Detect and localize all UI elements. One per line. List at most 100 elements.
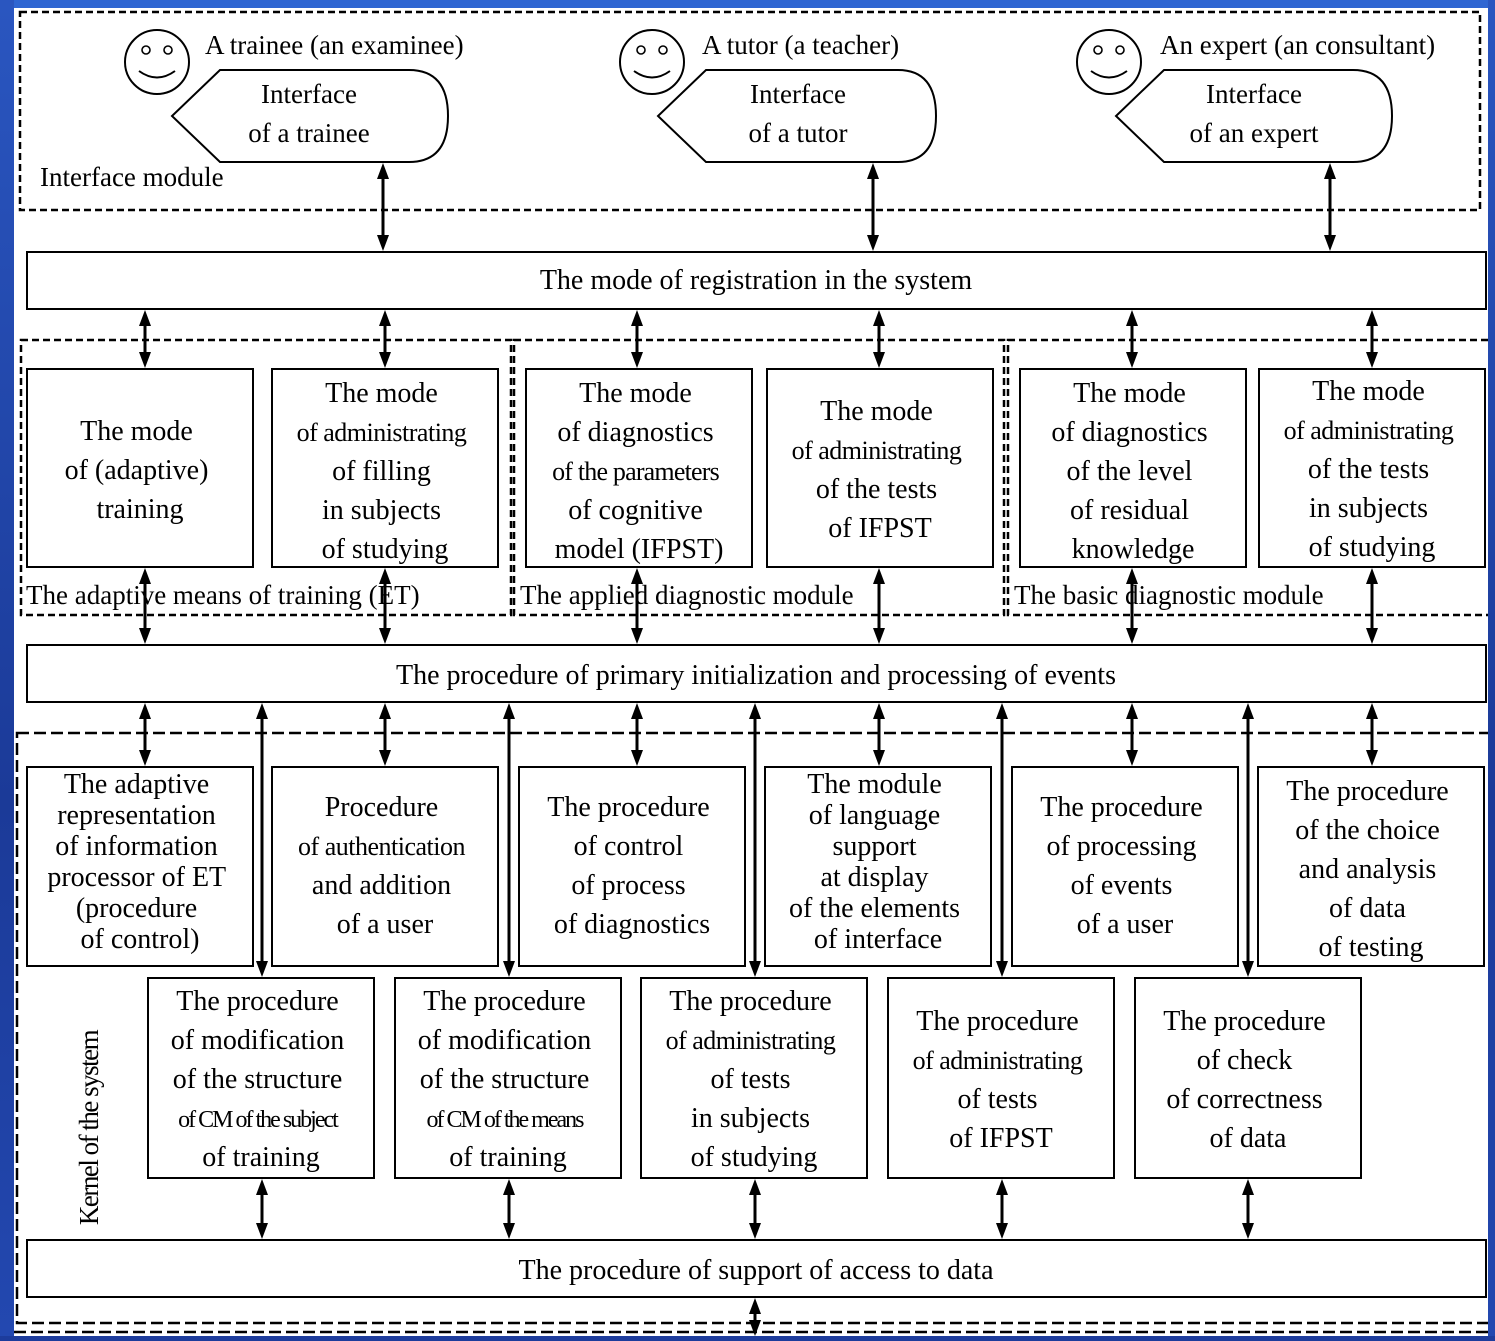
architecture-diagram: A trainee (an examinee) A tutor (a teach… [14, 10, 1495, 1336]
connector-arrow [631, 703, 643, 766]
interface-trainee-shape: Interface of a trainee [170, 69, 450, 163]
kernel-box-text: The procedure of processing of events of… [1040, 792, 1209, 940]
kernel-box-text: The procedure of administrating of tests… [913, 1006, 1090, 1154]
kernel-adaptive-representation-box [26, 766, 254, 967]
mode-admin-tests-ifpst-box [766, 368, 994, 568]
connector-arrow [1242, 1179, 1254, 1239]
registration-mode-label: The mode of registration in the system [540, 265, 973, 296]
basic-diagnostic-module-label: The basic diagnostic module [1014, 580, 1324, 610]
mode-box-text: The mode of diagnostics of the parameter… [552, 378, 726, 565]
interface-tutor-line1: Interface [750, 79, 846, 109]
actor-trainee: A trainee (an examinee) [124, 29, 464, 95]
diagram-canvas: A trainee (an examinee) A tutor (a teach… [14, 8, 1495, 1336]
kernel-choice-analysis-box [1257, 766, 1485, 967]
mode-box-text: The mode of administrating of the tests … [1284, 376, 1461, 563]
slide-top-band [0, 0, 1495, 8]
kernel-label: Kernel of the system [74, 1029, 104, 1225]
connector-arrow [1324, 163, 1336, 251]
kernel-box-text: The procedure of modification of the str… [418, 986, 598, 1173]
data-storage-arrow [749, 1298, 761, 1336]
connector-arrow [996, 703, 1008, 977]
mode-adaptive-training-box [26, 368, 254, 568]
connector-arrow [631, 568, 643, 644]
mode-admin-filling-subjects-box [271, 368, 499, 568]
kernel-box-text: Procedure of authentication and addition… [298, 792, 472, 940]
mode-box-text: The mode of administrating of the tests … [792, 396, 969, 544]
interface-trainee-line2: of a trainee [248, 118, 369, 148]
mode-admin-tests-subjects-box [1258, 368, 1486, 568]
kernel-control-diagnostics-box [518, 766, 746, 967]
connector-arrow [503, 703, 515, 977]
connector-arrow [139, 703, 151, 766]
interface-module-frame [18, 10, 1482, 212]
connector-arrow [1242, 703, 1254, 977]
connector-arrow [379, 310, 391, 368]
kernel-top-texts: The adaptive representation of informati… [47, 769, 1455, 963]
kernel-box-text: The procedure of administrating of tests… [666, 986, 843, 1173]
data-access-procedure-label: The procedure of support of access to da… [518, 1255, 994, 1286]
connector-arrow [749, 1179, 761, 1239]
mode-box-text: The mode of (adaptive) training [65, 416, 216, 525]
connector-arrow [873, 703, 885, 766]
interface-module-label: Interface module [40, 162, 224, 192]
connector-arrow [377, 163, 389, 251]
kernel-box-text: The procedure of the choice and analysis… [1286, 776, 1455, 963]
mode-box-text: The mode of administrating of filling in… [297, 378, 474, 565]
connector-arrow [996, 1179, 1008, 1239]
kernel-modification-cm-means-box [394, 977, 622, 1179]
adaptive-et-module-label: The adaptive means of training (ET) [26, 580, 420, 610]
kernel-admin-tests-ifpst-box [887, 977, 1115, 1179]
applied-diagnostic-module-frame [512, 338, 1006, 617]
registration-mode-box [26, 251, 1487, 310]
connector-arrow [631, 310, 643, 368]
kernel-box-text: The procedure of control of process of d… [547, 792, 716, 940]
module-box-texts: The mode of (adaptive) training The mode… [65, 376, 1461, 565]
kernel-box-text: The procedure of modification of the str… [171, 986, 351, 1173]
mode-diagnostics-cognitive-model-box [525, 368, 753, 568]
mode-box-text: The mode of diagnostics of the level of … [1051, 378, 1214, 565]
smiley-icon [619, 29, 685, 95]
kernel-admin-tests-subjects-box [640, 977, 868, 1179]
interface-tutor-line2: of a tutor [749, 118, 848, 148]
kernel-authentication-box [271, 766, 499, 967]
kernel-modification-cm-subject-box [147, 977, 375, 1179]
actor-expert: An expert (an consultant) [1076, 29, 1435, 95]
data-access-procedure-box [26, 1239, 1487, 1298]
smiley-icon [124, 29, 190, 95]
connector-arrow [1126, 310, 1138, 368]
connector-arrow [139, 310, 151, 368]
connector-arrow [1366, 310, 1378, 368]
kernel-box-text: The module of language support at displa… [789, 769, 967, 955]
connector-arrow [1126, 703, 1138, 766]
interface-expert-line2: of an expert [1190, 118, 1319, 148]
connector-arrow [1366, 703, 1378, 766]
connector-arrow [873, 310, 885, 368]
actor-tutor: A tutor (a teacher) [619, 29, 899, 95]
events-procedure-label: The procedure of primary initialization … [396, 660, 1116, 691]
applied-diagnostic-module-label: The applied diagnostic module [520, 580, 854, 610]
connector-arrows [139, 163, 1378, 1336]
adaptive-et-module-frame [19, 338, 513, 617]
connector-arrow [139, 568, 151, 644]
connector-arrow [256, 703, 268, 977]
connector-arrow [379, 703, 391, 766]
connector-arrow [503, 1179, 515, 1239]
connector-arrow [873, 568, 885, 644]
kernel-box-text: The procedure of check of correctness of… [1163, 1006, 1332, 1154]
interface-tutor-shape: Interface of a tutor [656, 69, 938, 163]
connector-arrow [867, 163, 879, 251]
smiley-icon [1076, 29, 1142, 95]
kernel-check-correctness-box [1134, 977, 1362, 1179]
slide-left-band [0, 0, 14, 1336]
interface-expert-line1: Interface [1206, 79, 1302, 109]
connector-arrow [379, 568, 391, 644]
kernel-box-text: The adaptive representation of informati… [47, 769, 232, 955]
slide-right-band [1488, 0, 1495, 1336]
interface-expert-shape: Interface of an expert [1114, 69, 1394, 163]
connector-arrow [1366, 568, 1378, 644]
kernel-language-support-box [764, 766, 992, 967]
actor-name-expert: An expert (an consultant) [1160, 30, 1435, 60]
actor-name-tutor: A tutor (a teacher) [702, 30, 899, 60]
basic-diagnostic-module-frame [1006, 338, 1495, 617]
events-procedure-box [26, 644, 1487, 703]
